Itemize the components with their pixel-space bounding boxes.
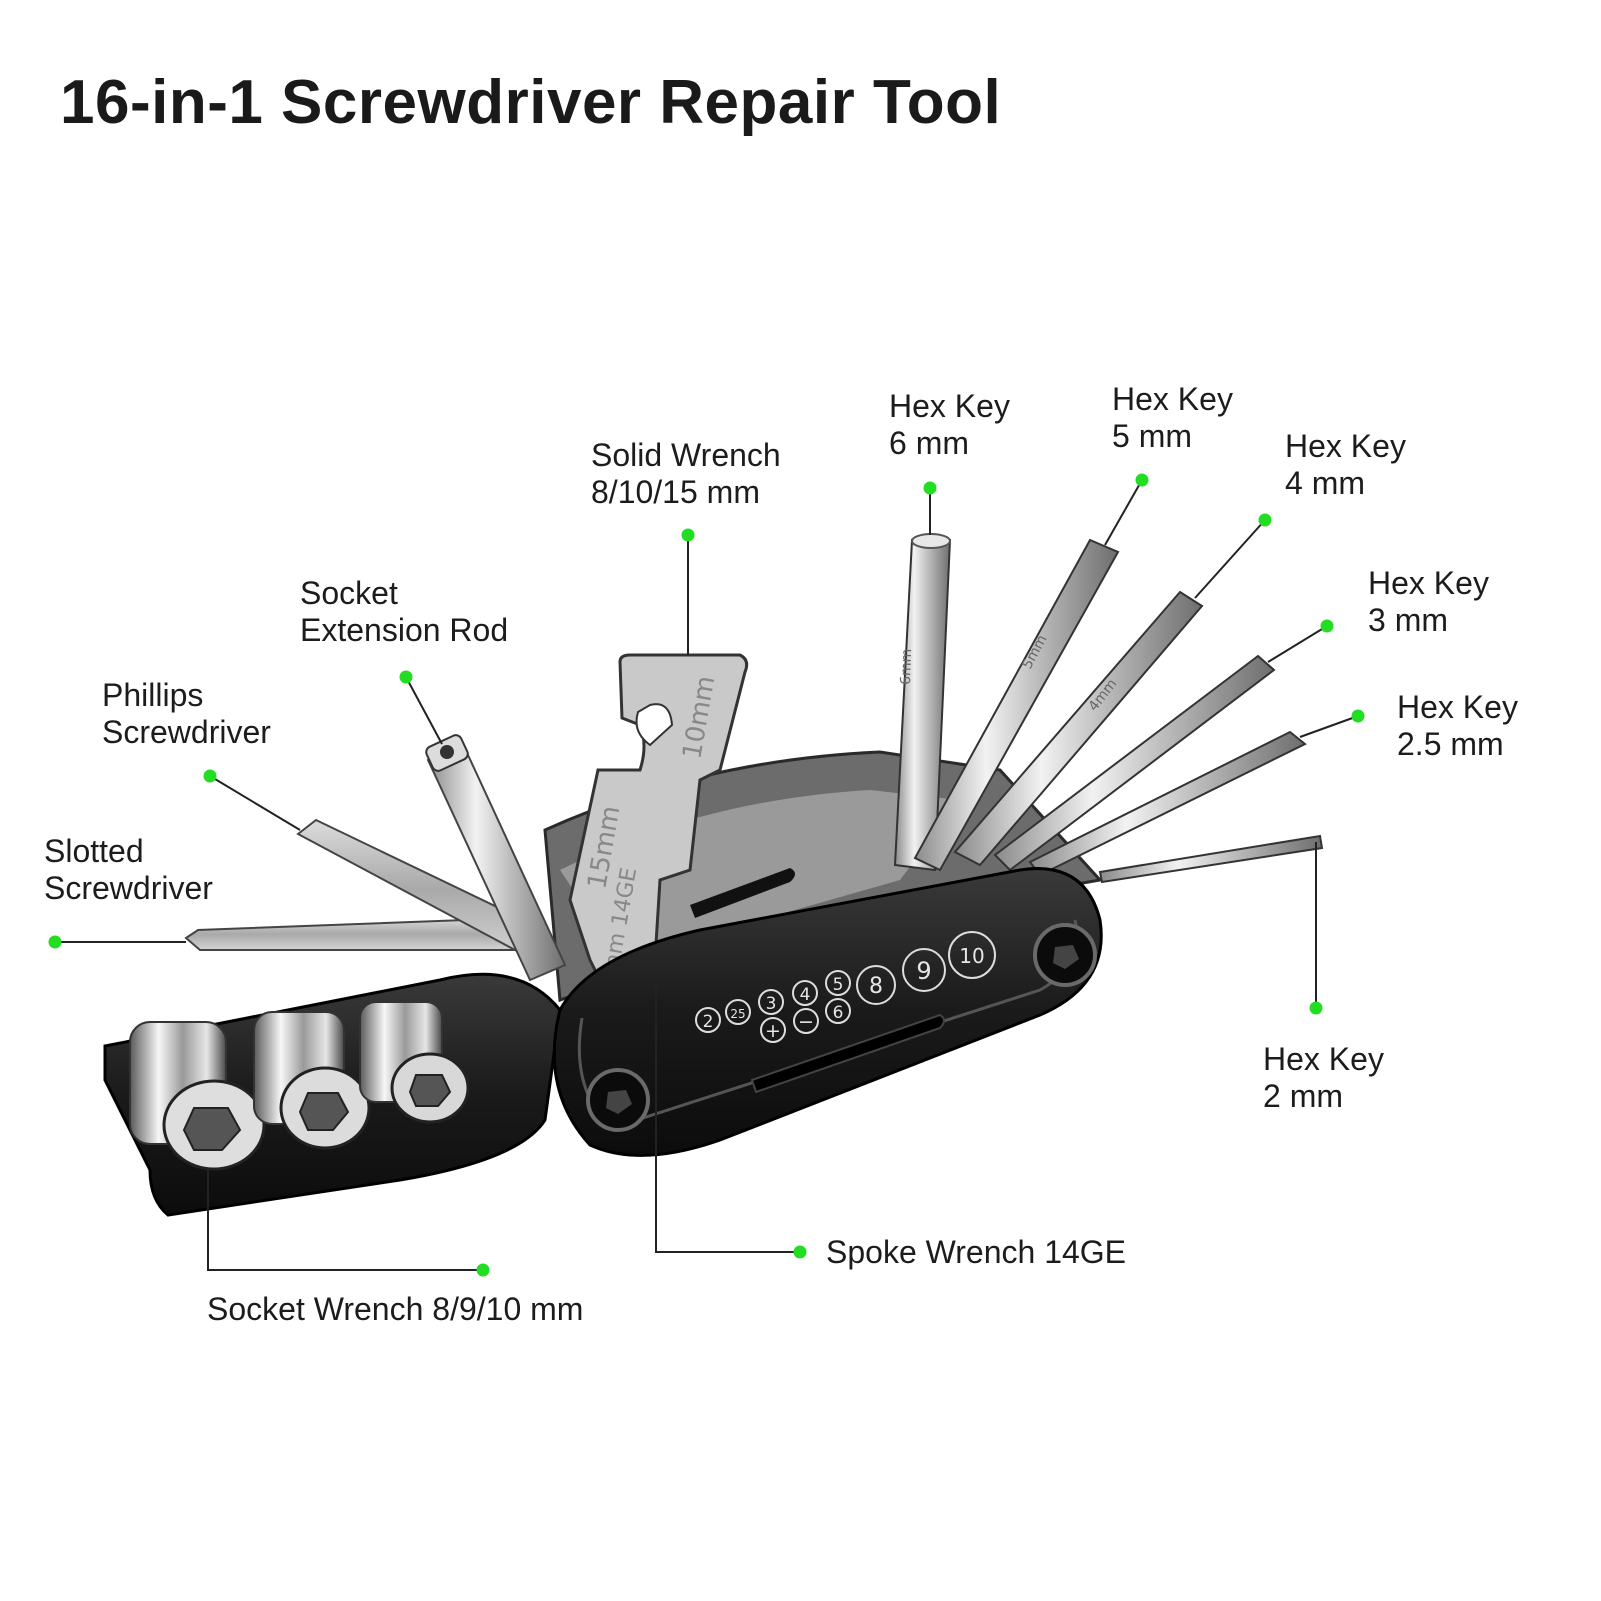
- hex-key-3mm: [993, 654, 1276, 872]
- icon-25: 25: [730, 1007, 745, 1021]
- label-socket-wrench: Socket Wrench 8/9/10 mm: [207, 1291, 584, 1327]
- icon-2: 2: [703, 1012, 714, 1032]
- page-title: 16-in-1 Screwdriver Repair Tool: [60, 68, 1002, 137]
- icon-plus: +: [765, 1020, 781, 1042]
- socket-extension-rod: [425, 734, 567, 982]
- marker-dots: [48, 473, 1365, 1277]
- marker-phillips: [203, 769, 217, 783]
- solid-wrench: 10mm 15mm 8mm 14GE: [568, 653, 749, 991]
- icon-9: 9: [916, 957, 931, 985]
- marker-hex5: [1135, 473, 1149, 487]
- icon-8: 8: [869, 974, 883, 999]
- handle-icon-labels: 2 25 3 4 5 8 9 10 + − 6: [703, 944, 985, 1042]
- marker-slotted: [48, 935, 62, 949]
- icon-6: 6: [833, 1003, 844, 1023]
- marker-hex3: [1320, 619, 1334, 633]
- marker-spoke: [793, 1245, 807, 1259]
- marker-solid-wrench: [681, 528, 695, 542]
- hex-key-5mm: 5mm: [913, 538, 1120, 872]
- marker-socket-rod: [399, 670, 413, 684]
- icon-4: 4: [800, 985, 811, 1005]
- hex-key-6mm: 6mm: [893, 533, 952, 872]
- icon-5: 5: [833, 975, 844, 995]
- hex-key-2mm: [1098, 834, 1324, 884]
- main-handle: [552, 867, 1103, 1157]
- icon-10: 10: [959, 944, 984, 968]
- marker-hex2: [1309, 1001, 1323, 1015]
- label-spoke-wrench: Spoke Wrench 14GE: [826, 1234, 1127, 1270]
- socket-handle: [103, 972, 562, 1217]
- hex6-engraving: 6mm: [898, 648, 915, 685]
- leader-lines: [55, 479, 1359, 1271]
- icon-minus: −: [798, 1011, 814, 1033]
- handle-icons: [695, 931, 996, 1043]
- marker-socket-wrench: [476, 1263, 490, 1277]
- marker-hex6: [923, 481, 937, 495]
- marker-hex25: [1351, 709, 1365, 723]
- marker-hex4: [1258, 513, 1272, 527]
- icon-3: 3: [766, 994, 777, 1014]
